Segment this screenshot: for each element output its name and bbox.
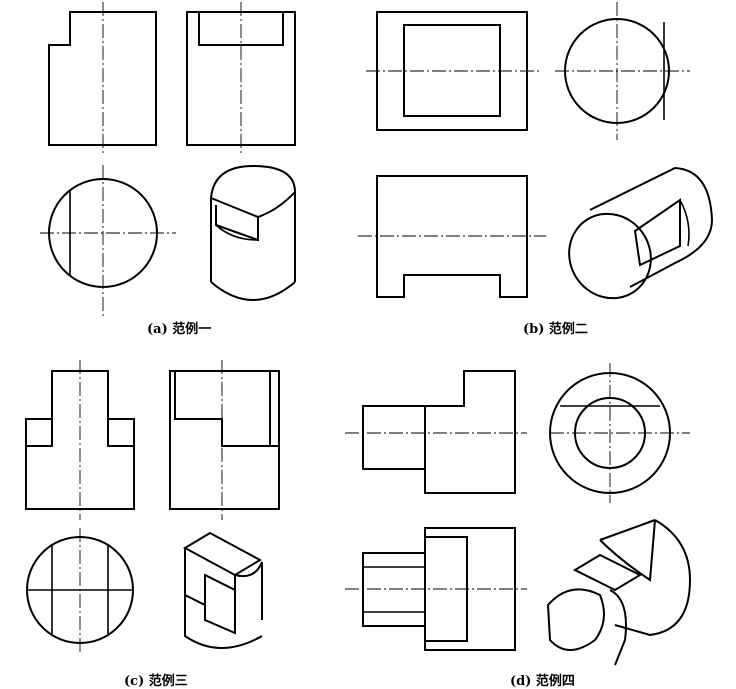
caption-d: (d) 范例四 [510,674,575,689]
panel-b-side-view [555,2,690,140]
panel-c-isometric-view [182,531,263,649]
caption-a: (a) 范例一 [147,322,212,337]
panel-a-isometric-view [210,164,296,301]
panel-d-side-view [549,363,690,503]
caption-c: (c) 范例三 [124,674,188,689]
panel-c-front-view [25,360,135,520]
panel-b-front-view [366,11,540,131]
caption-b: (b) 范例二 [523,322,588,337]
panel-d-top-view [345,527,527,651]
panel-a-front-view [48,2,157,155]
panel-a-top-view [40,165,176,318]
panel-d-front-view [345,370,527,494]
panel-c-top-view [26,528,134,652]
panel-d-isometric-view [546,519,692,666]
panel-b-isometric-view [568,166,714,300]
panel-b-top-view [358,175,546,298]
panel-c-side-view [169,360,280,520]
panel-a-side-view [186,2,296,155]
